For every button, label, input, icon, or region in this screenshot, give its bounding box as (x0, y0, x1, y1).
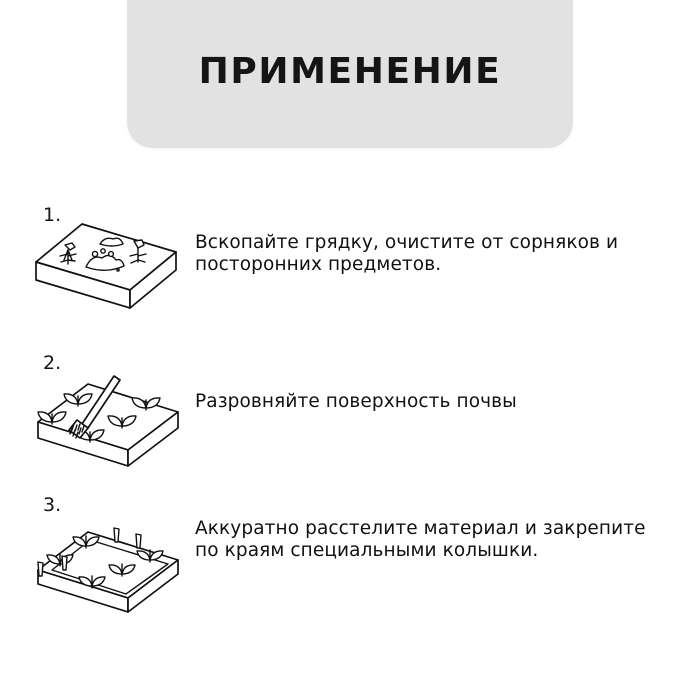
steps-list: 1. (0, 196, 700, 638)
garden-bed-with-weeds-and-stones-icon (26, 214, 194, 326)
step-item: 3. (0, 488, 700, 638)
step-number: 2. (43, 352, 62, 374)
step-description: Аккуратно расстелите материал и закрепит… (195, 518, 646, 561)
step-number: 1. (43, 204, 62, 226)
step-item: 1. (0, 196, 700, 346)
page-title: ПРИМЕНЕНИЕ (198, 51, 502, 92)
step-number: 3. (43, 494, 62, 516)
step-description: Вскопайте грядку, очистите от сорняков и… (195, 232, 619, 275)
step-item: 2. (0, 346, 700, 488)
header-banner: ПРИМЕНЕНИЕ (127, 0, 573, 148)
step-description: Разровняйте поверхность почвы (195, 391, 517, 412)
garden-bed-with-rake-icon (26, 362, 194, 474)
garden-bed-with-pegs-icon (26, 504, 194, 616)
